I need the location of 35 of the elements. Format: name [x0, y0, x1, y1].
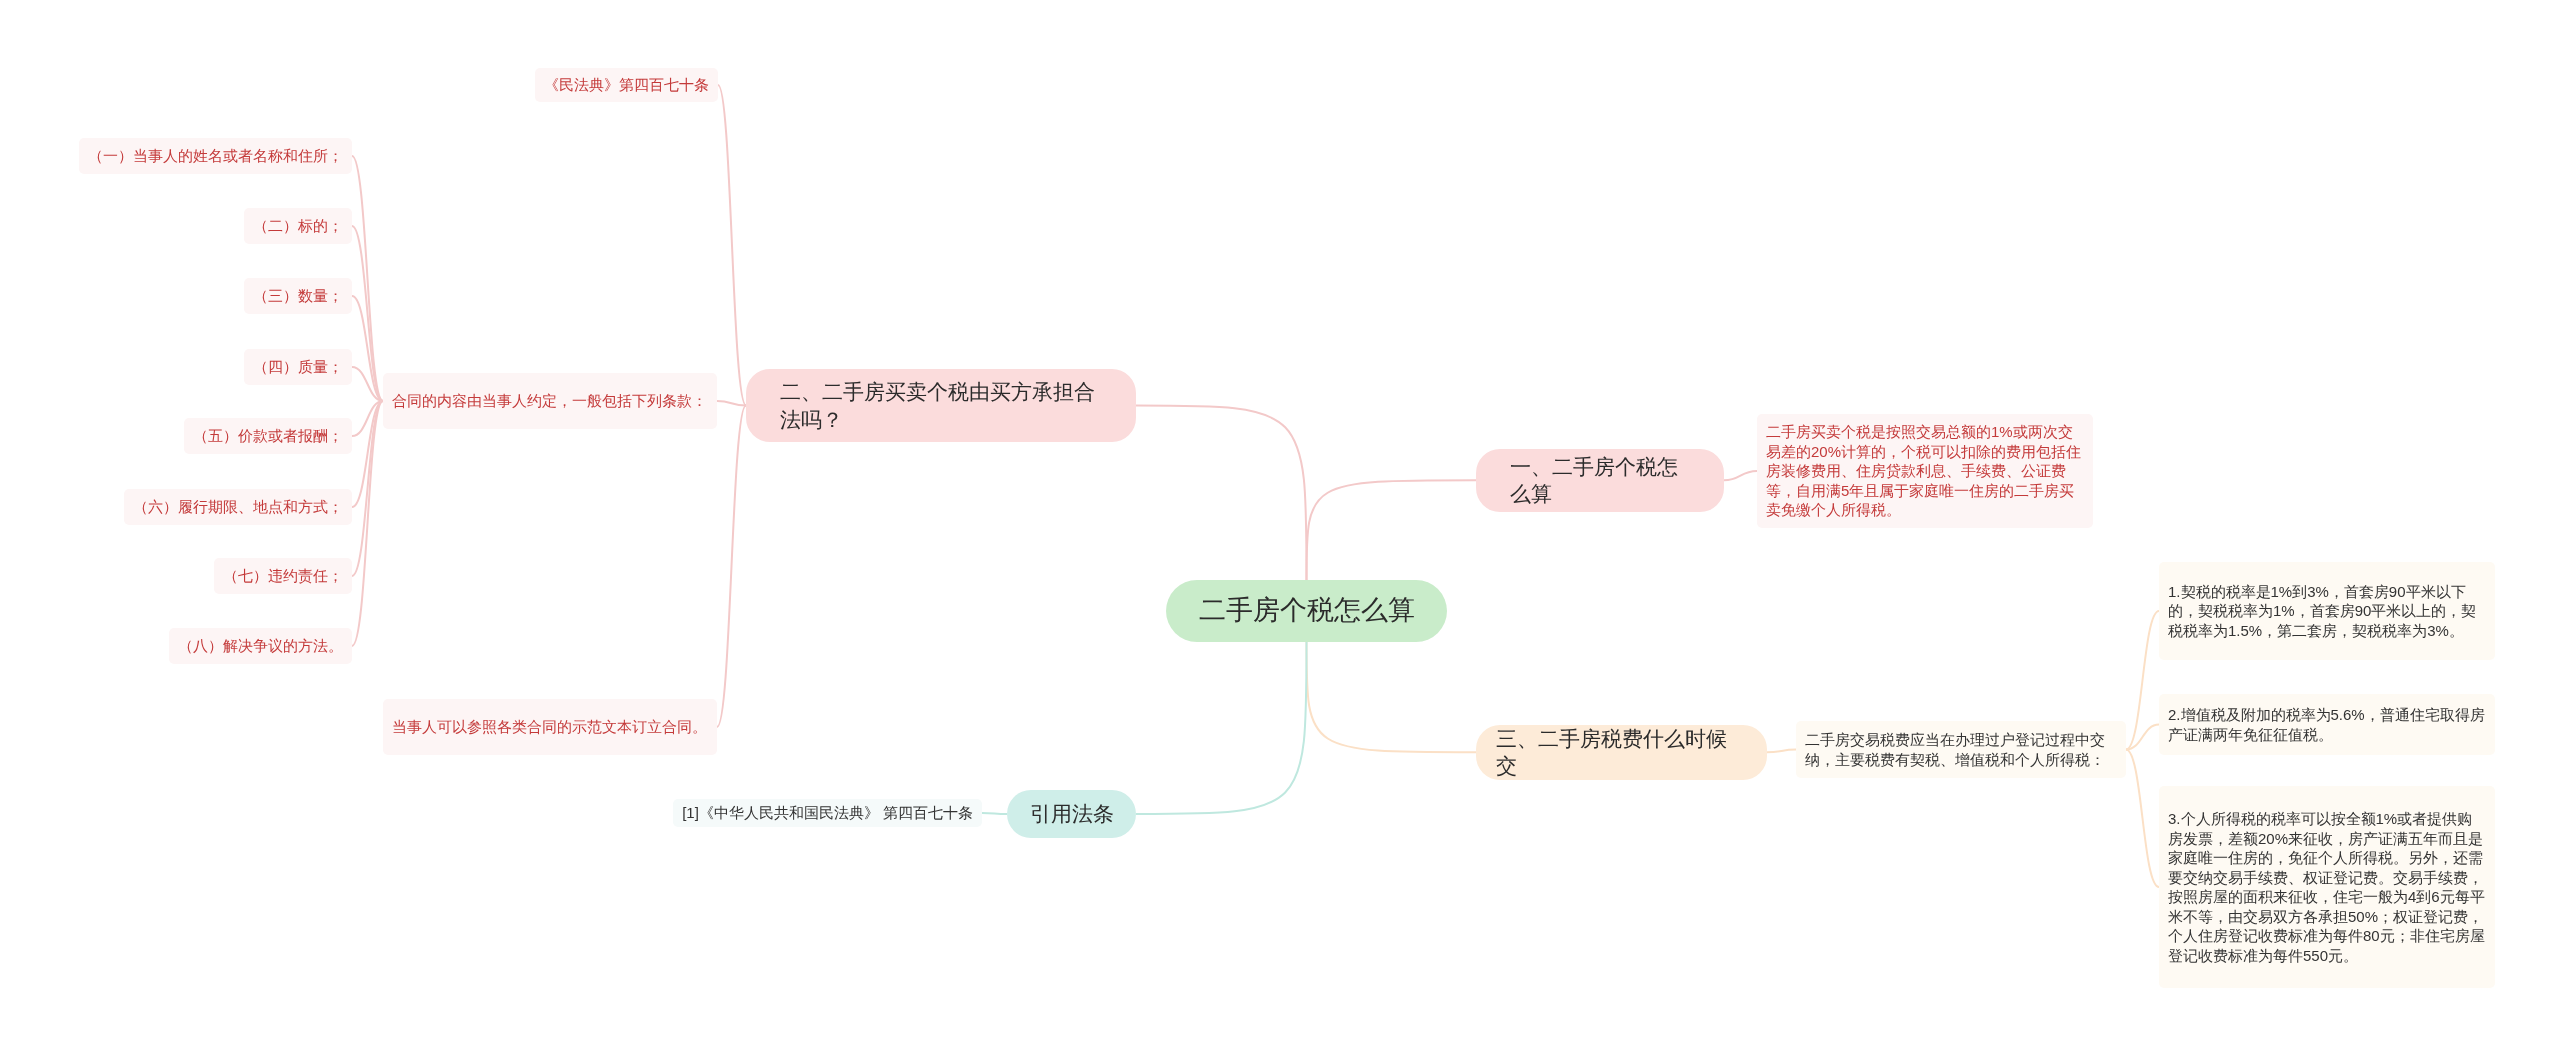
connector: [716, 400, 747, 407]
note-box: （六）履行期限、地点和方式；: [124, 489, 352, 525]
connector: [1305, 641, 1477, 754]
note-box: 《民法典》第四百七十条: [535, 68, 718, 102]
note-box: 当事人可以参照各类合同的示范文本订立合同。: [383, 699, 717, 755]
note-box: 二手房交易税费应当在办理过户登记过程中交纳，主要税费有契税、增值税和个人所得税：: [1796, 721, 2126, 778]
connector: [2125, 723, 2160, 751]
connector: [1135, 404, 1308, 581]
connector: [2125, 610, 2160, 751]
note-box: 2.增值税及附加的税率为5.6%，普通住宅取得房产证满两年免征征值税。: [2159, 694, 2495, 755]
note-box: （五）价款或者报酬；: [184, 418, 352, 454]
connector: [1723, 470, 1758, 482]
note-box: 合同的内容由当事人约定，一般包括下列条款：: [383, 373, 717, 429]
connector: [981, 812, 1008, 815]
connector: [351, 400, 384, 647]
note-box: （四）质量；: [244, 349, 352, 385]
topic-box: 一、二手房个税怎么算: [1476, 449, 1724, 512]
topic-box: 二、二手房买卖个税由买方承担合法吗？: [746, 369, 1136, 442]
note-box: （八）解决争议的方法。: [169, 628, 352, 664]
note-box: 3.个人所得税的税率可以按全额1%或者提供购房发票，差额20%来征收，房产证满五年而且是家庭唯一住房的，免征个人所得税。另外，还需要交纳交易手续费、权证登记费。交易手续费，按照房屋的面积来征收，住宅一般为4到6元每平米不等，由交易双方各承担50%；权证登记费，个人住房登记收费标准为每件80元；非住宅房屋登记收费标准为每件550元。: [2159, 786, 2495, 988]
topic-box: 引用法条: [1007, 790, 1136, 838]
note-box: （一）当事人的姓名或者名称和住所；: [79, 138, 352, 174]
connector: [1135, 641, 1308, 815]
note-box: （二）标的；: [244, 208, 352, 244]
topic-box: 三、二手房税费什么时候交: [1476, 725, 1767, 780]
connector: [716, 404, 747, 728]
central-topic-box: 二手房个税怎么算: [1166, 580, 1447, 642]
note-box: 二手房买卖个税是按照交易总额的1%或两次交易差的20%计算的，个税可以扣除的费用包括住房装修费用、住房贷款利息、手续费、公证费等，自用满5年且属于家庭唯一住房的二手房买卖免缴个人所得税。: [1757, 414, 2093, 528]
note-box: （三）数量；: [244, 278, 352, 314]
note-box: [1]《中华人民共和国民法典》 第四百七十条: [673, 799, 982, 827]
connector: [1766, 748, 1797, 754]
note-box: 1.契税的税率是1%到3%，首套房90平米以下的，契税税率为1%，首套房90平米以上的，契税税率为1.5%，第二套房，契税税率为3%。: [2159, 562, 2495, 660]
connector: [2125, 748, 2160, 888]
connector: [717, 84, 747, 407]
note-box: （七）违约责任；: [214, 558, 352, 594]
